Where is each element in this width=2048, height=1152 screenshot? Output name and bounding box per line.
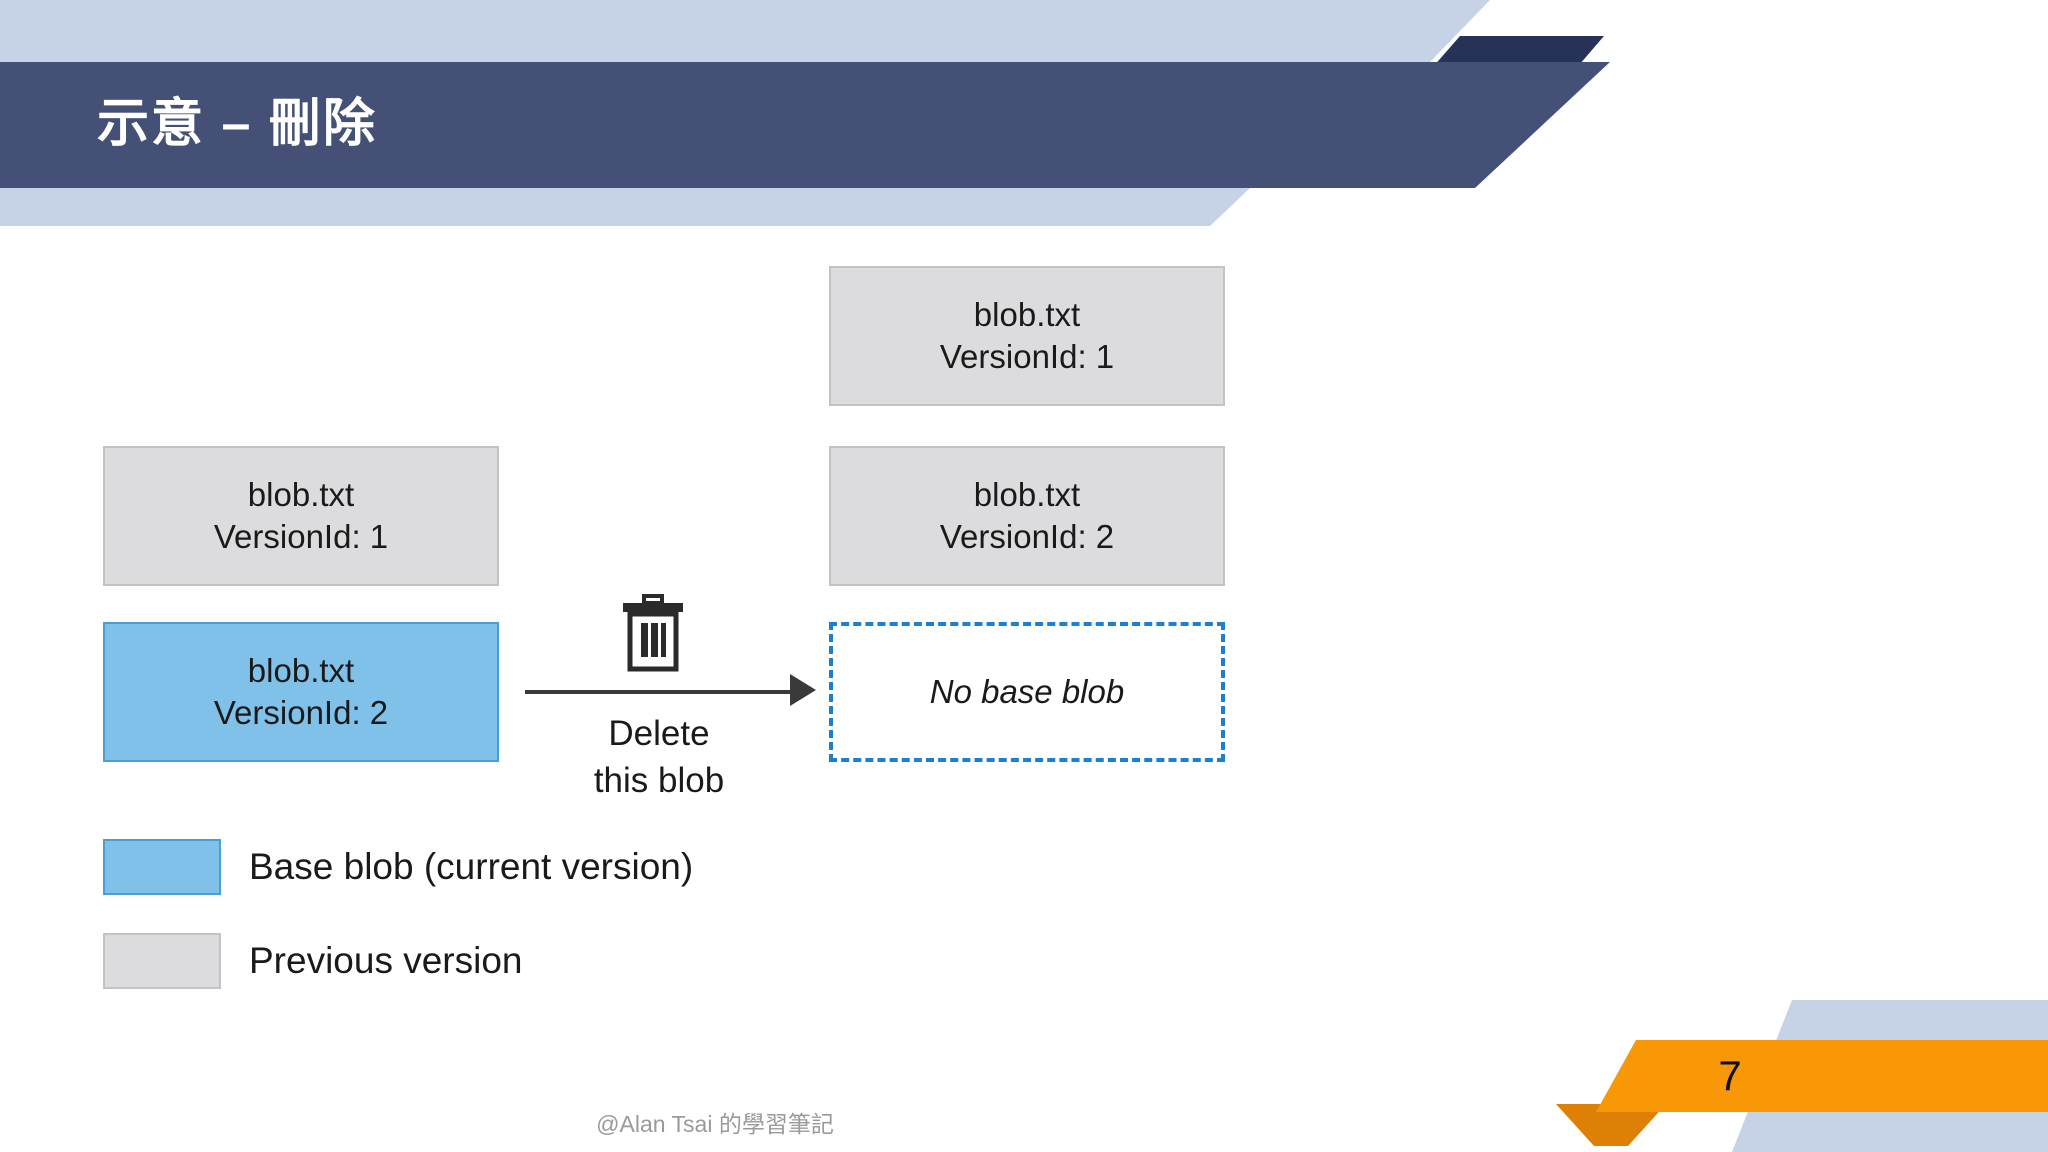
blob-box-right-version-2: blob.txt VersionId: 2 — [829, 446, 1225, 586]
blob-name: blob.txt — [247, 475, 355, 513]
legend: Base blob (current version) Previous ver… — [103, 838, 693, 1026]
transition-arrow-line — [525, 690, 797, 694]
page-number: 7 — [1718, 1052, 1742, 1099]
blob-version: VersionId: 1 — [939, 338, 1115, 375]
blob-box-right-version-1: blob.txt VersionId: 1 — [829, 266, 1225, 406]
header-dark-band — [0, 62, 1610, 188]
legend-item-base-blob: Base blob (current version) — [103, 838, 693, 896]
legend-swatch-base-blob — [103, 839, 221, 895]
delete-label-line-2: this blob — [593, 761, 725, 801]
blob-box-left-base-version-2: blob.txt VersionId: 2 — [103, 622, 499, 762]
legend-swatch-previous-version — [103, 933, 221, 989]
header-top-light-band — [0, 0, 1490, 62]
blob-version: VersionId: 2 — [939, 518, 1115, 555]
footer-note: @Alan Tsai 的學習筆記 — [596, 1111, 834, 1137]
no-base-blob-placeholder: No base blob — [829, 622, 1225, 762]
blob-version: VersionId: 1 — [213, 518, 389, 555]
transition-arrow-head — [790, 674, 816, 706]
blob-version: VersionId: 2 — [213, 694, 389, 731]
legend-label-base-blob: Base blob (current version) — [249, 846, 694, 887]
delete-label-line-1: Delete — [608, 714, 710, 753]
delete-this-blob-label: Delete this blob — [525, 710, 793, 805]
legend-item-previous-version: Previous version — [103, 932, 693, 990]
blob-box-left-version-1: blob.txt VersionId: 1 — [103, 446, 499, 586]
blob-name: blob.txt — [247, 651, 355, 689]
no-base-blob-label: No base blob — [929, 672, 1125, 710]
footer-orange-ribbon — [1596, 1040, 2048, 1112]
blob-name: blob.txt — [973, 295, 1081, 333]
legend-label-previous-version: Previous version — [249, 940, 523, 981]
header-bottom-light-band — [0, 188, 1250, 226]
delete-transition: Delete this blob — [525, 594, 816, 800]
trash-icon — [620, 594, 686, 672]
page-title: 示意 – 刪除 — [97, 95, 377, 153]
blob-name: blob.txt — [973, 475, 1081, 513]
